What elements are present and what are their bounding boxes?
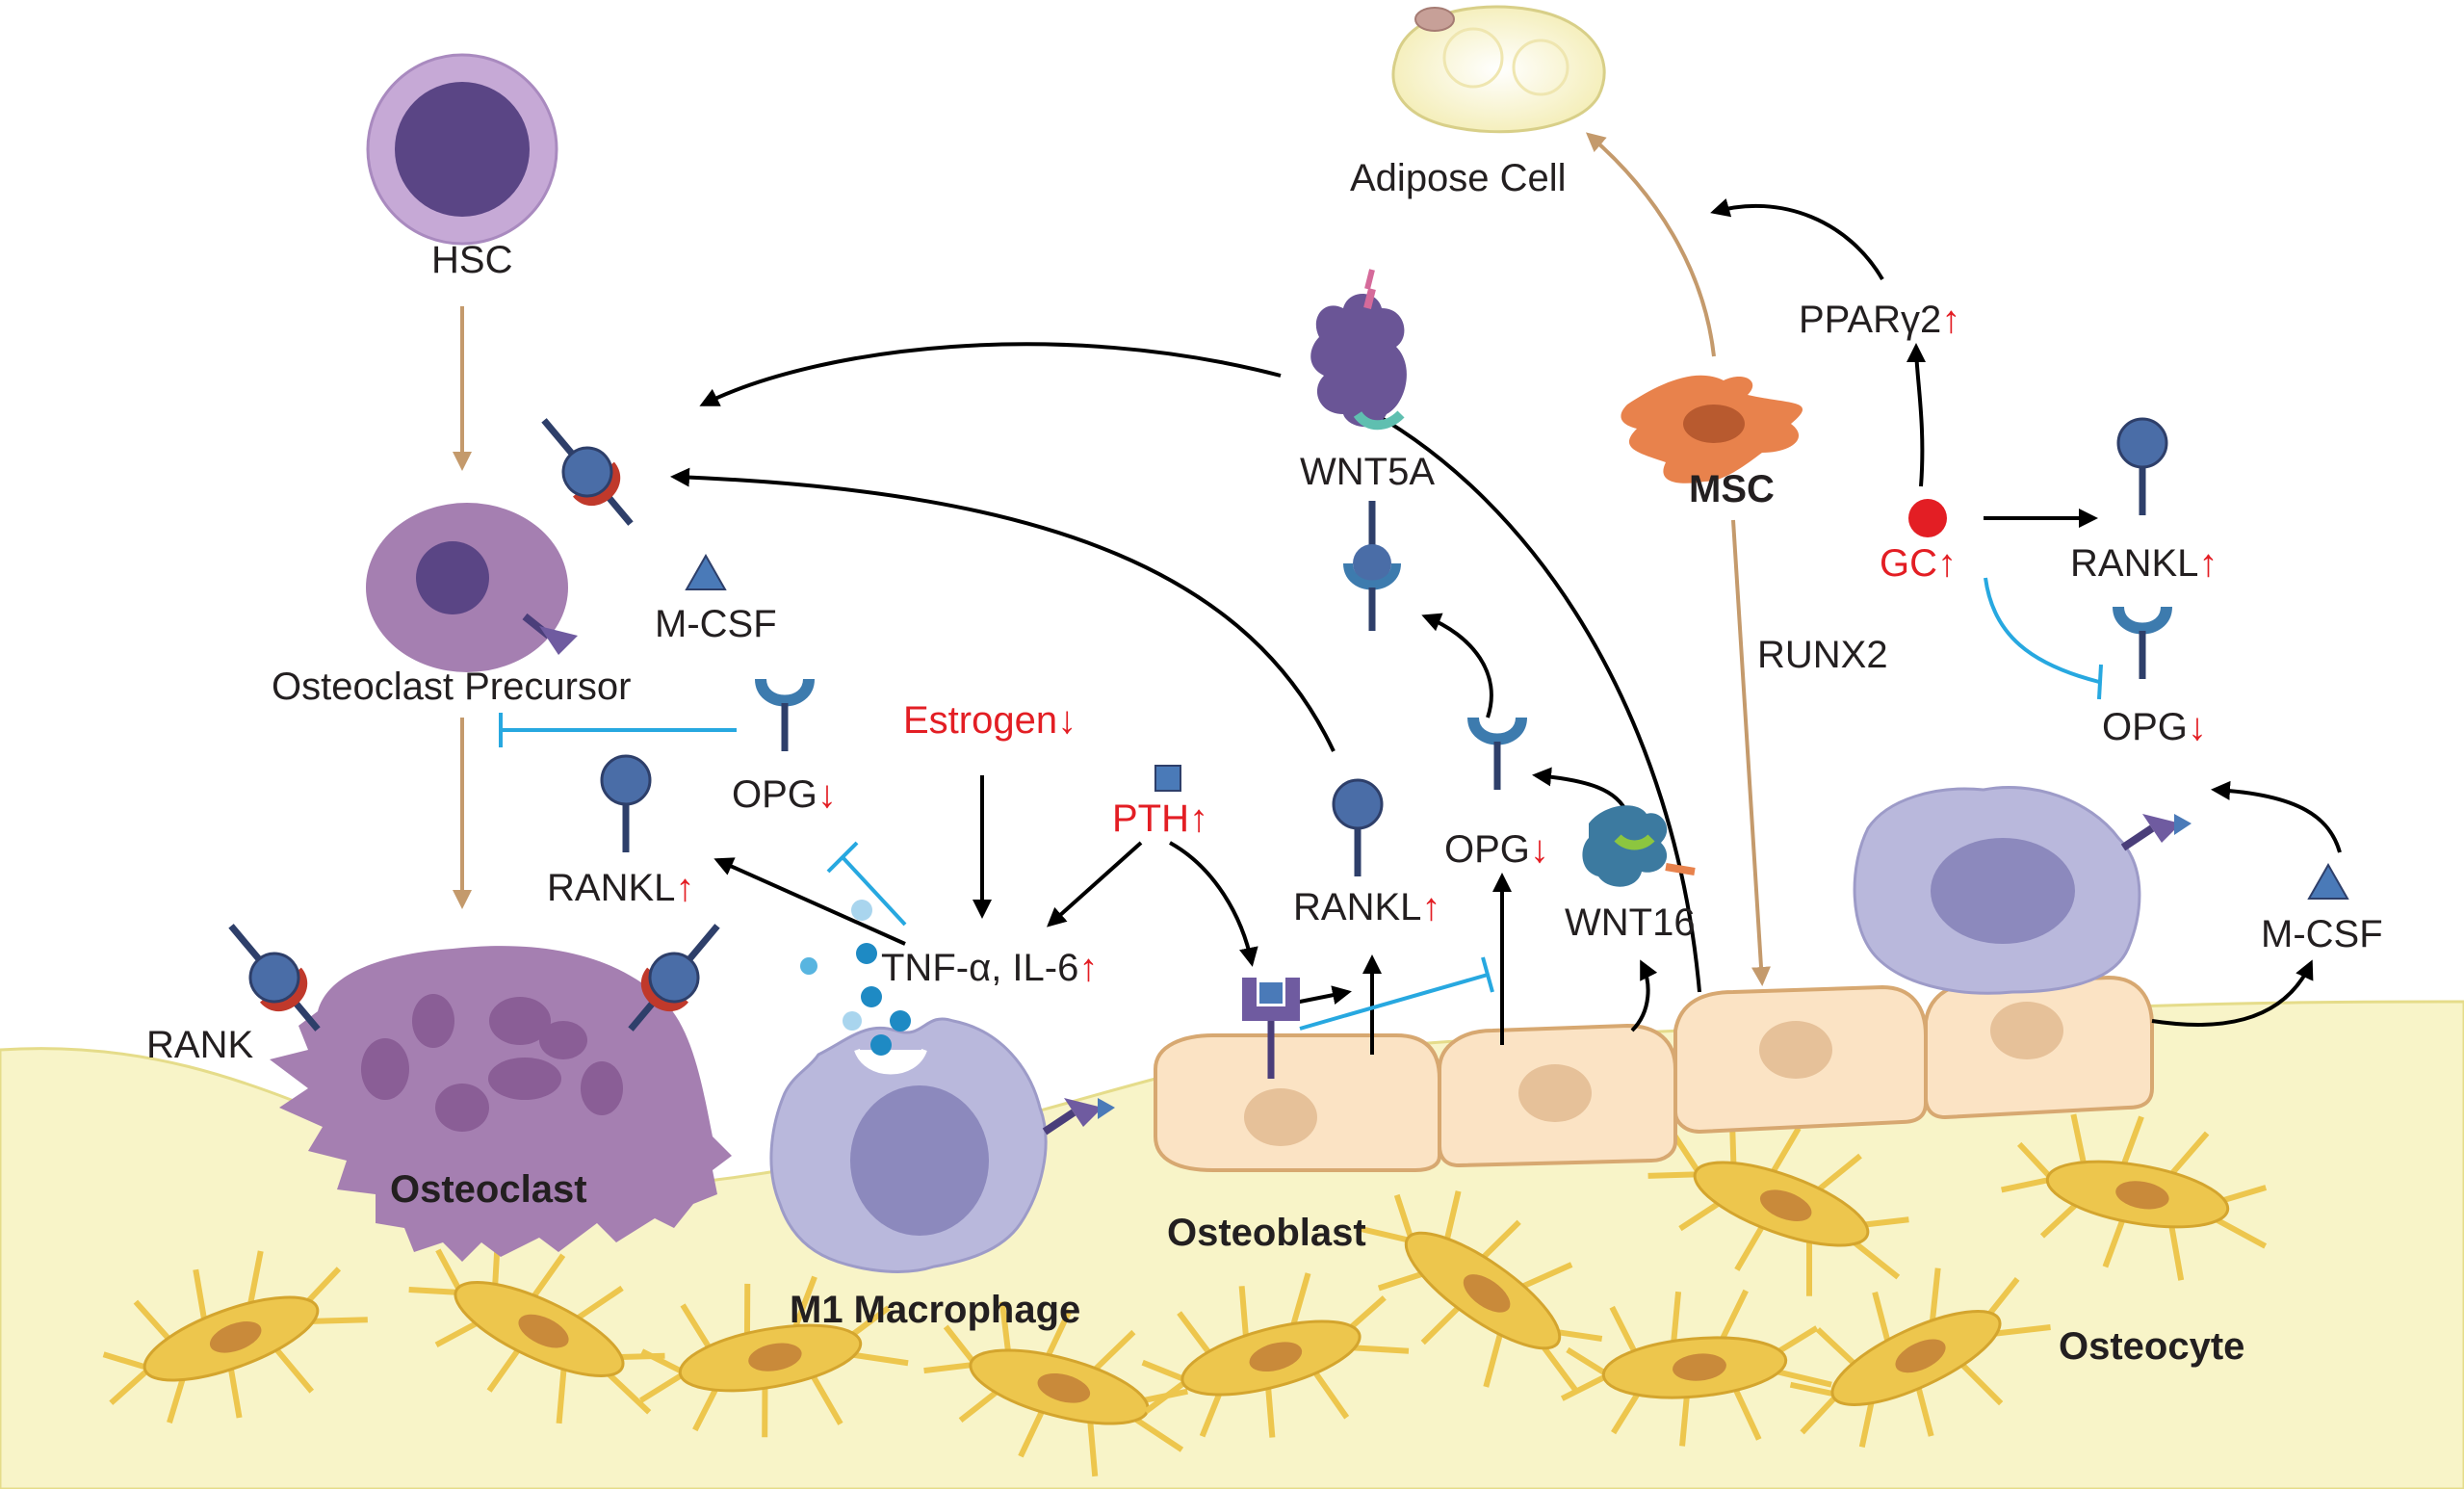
pth-up-arrow: ↑ <box>1189 797 1208 840</box>
label-rank: RANK <box>146 1024 254 1066</box>
ppar-text: PPARγ2 <box>1799 299 1942 341</box>
label-pth: PTH↑ <box>1112 799 1208 838</box>
rankl-middle-up-arrow: ↑ <box>1421 886 1441 928</box>
label-hsc: HSC <box>431 239 513 281</box>
rankl-right-text: RANKL <box>2070 542 2199 585</box>
wnt5a-receptor-icon <box>1343 501 1401 631</box>
gc-red-dot-icon <box>1908 499 1947 537</box>
rankl-lollipop-icons <box>600 417 2168 876</box>
osteoclast-cell <box>270 946 732 1262</box>
label-osteoclast: Osteoclast <box>390 1168 587 1211</box>
rank-receptor-icons <box>228 418 720 1032</box>
label-rankl-middle: RANKL↑ <box>1293 888 1440 927</box>
pth-receptor-icon <box>1242 978 1300 1079</box>
opg-left-text: OPG <box>732 773 817 816</box>
adipose-cell <box>1391 5 1606 134</box>
opg-right-down-arrow: ↓ <box>2187 706 2207 748</box>
opg-left-down-arrow: ↓ <box>817 773 837 816</box>
opg-middle-text: OPG <box>1444 828 1530 871</box>
inhibition-lines <box>499 577 2103 1031</box>
label-tnf-il6: TNF-α, IL-6↑ <box>881 949 1098 987</box>
label-wnt16: WNT16 <box>1565 901 1696 944</box>
label-mcsf-right: M-CSF <box>2261 913 2383 955</box>
label-mcsf-left: M-CSF <box>655 603 777 645</box>
opg-middle-down-arrow: ↓ <box>1529 828 1549 871</box>
tnf-il6-text: TNF-α, IL-6 <box>881 947 1079 989</box>
label-m1-macrophage: M1 Macrophage <box>790 1289 1081 1331</box>
tan-arrows <box>453 132 1771 986</box>
osteocytes-group <box>102 1113 2268 1477</box>
cytokine-dots <box>800 900 911 1056</box>
estrogen-text: Estrogen <box>903 699 1058 742</box>
label-opg-middle: OPG↓ <box>1444 830 1549 869</box>
opg-receptor-icons <box>755 606 2172 790</box>
rankl-middle-text: RANKL <box>1293 886 1422 928</box>
mcsf-receptor-icon <box>522 613 578 655</box>
label-adipose-cell: Adipose Cell <box>1350 157 1567 199</box>
black-arrows <box>670 197 2342 1055</box>
mcsf-triangle-icons <box>685 553 2349 900</box>
rankl-left-up-arrow: ↑ <box>675 867 695 909</box>
label-rankl-right: RANKL↑ <box>2070 544 2218 583</box>
pth-square-icon <box>1154 765 1181 792</box>
opg-right-text: OPG <box>2102 706 2188 748</box>
tnf-il6-up-arrow: ↑ <box>1078 947 1099 989</box>
label-rankl-left: RANKL↑ <box>547 869 694 907</box>
label-gc: GC↑ <box>1880 544 1957 583</box>
hsc-cell <box>366 53 558 246</box>
label-wnt5a: WNT5A <box>1300 451 1435 493</box>
estrogen-down-arrow: ↓ <box>1057 699 1077 742</box>
label-opg-left: OPG↓ <box>732 775 837 814</box>
pth-text: PTH <box>1112 797 1189 840</box>
label-osteoclast-precursor: Osteoclast Precursor <box>272 666 632 708</box>
wnt5a-protein-icon <box>1310 269 1407 431</box>
rankl-left-text: RANKL <box>547 867 676 909</box>
label-opg-right: OPG↓ <box>2102 708 2207 746</box>
label-osteoblast: Osteoblast <box>1167 1212 1366 1254</box>
osteoblasts-group <box>1154 975 2154 1172</box>
osteoclast-precursor-right-cell <box>1853 785 2192 995</box>
gc-up-arrow: ↑ <box>1937 542 1957 585</box>
label-osteocyte: Osteocyte <box>2059 1325 2245 1368</box>
label-estrogen: Estrogen↓ <box>903 701 1076 740</box>
osteoclast-precursor-cell <box>366 503 568 672</box>
label-runx2: RUNX2 <box>1757 634 1888 676</box>
ppar-up-arrow: ↑ <box>1941 299 1961 341</box>
label-ppar-gamma2: PPARγ2↑ <box>1799 300 1960 339</box>
m1-macrophage-cell <box>769 1017 1115 1273</box>
wnt16-protein-icon <box>1582 805 1696 887</box>
rankl-right-up-arrow: ↑ <box>2198 542 2218 585</box>
msc-nucleus <box>1683 405 1745 443</box>
gc-text: GC <box>1880 542 1937 585</box>
label-msc: MSC <box>1689 468 1775 510</box>
